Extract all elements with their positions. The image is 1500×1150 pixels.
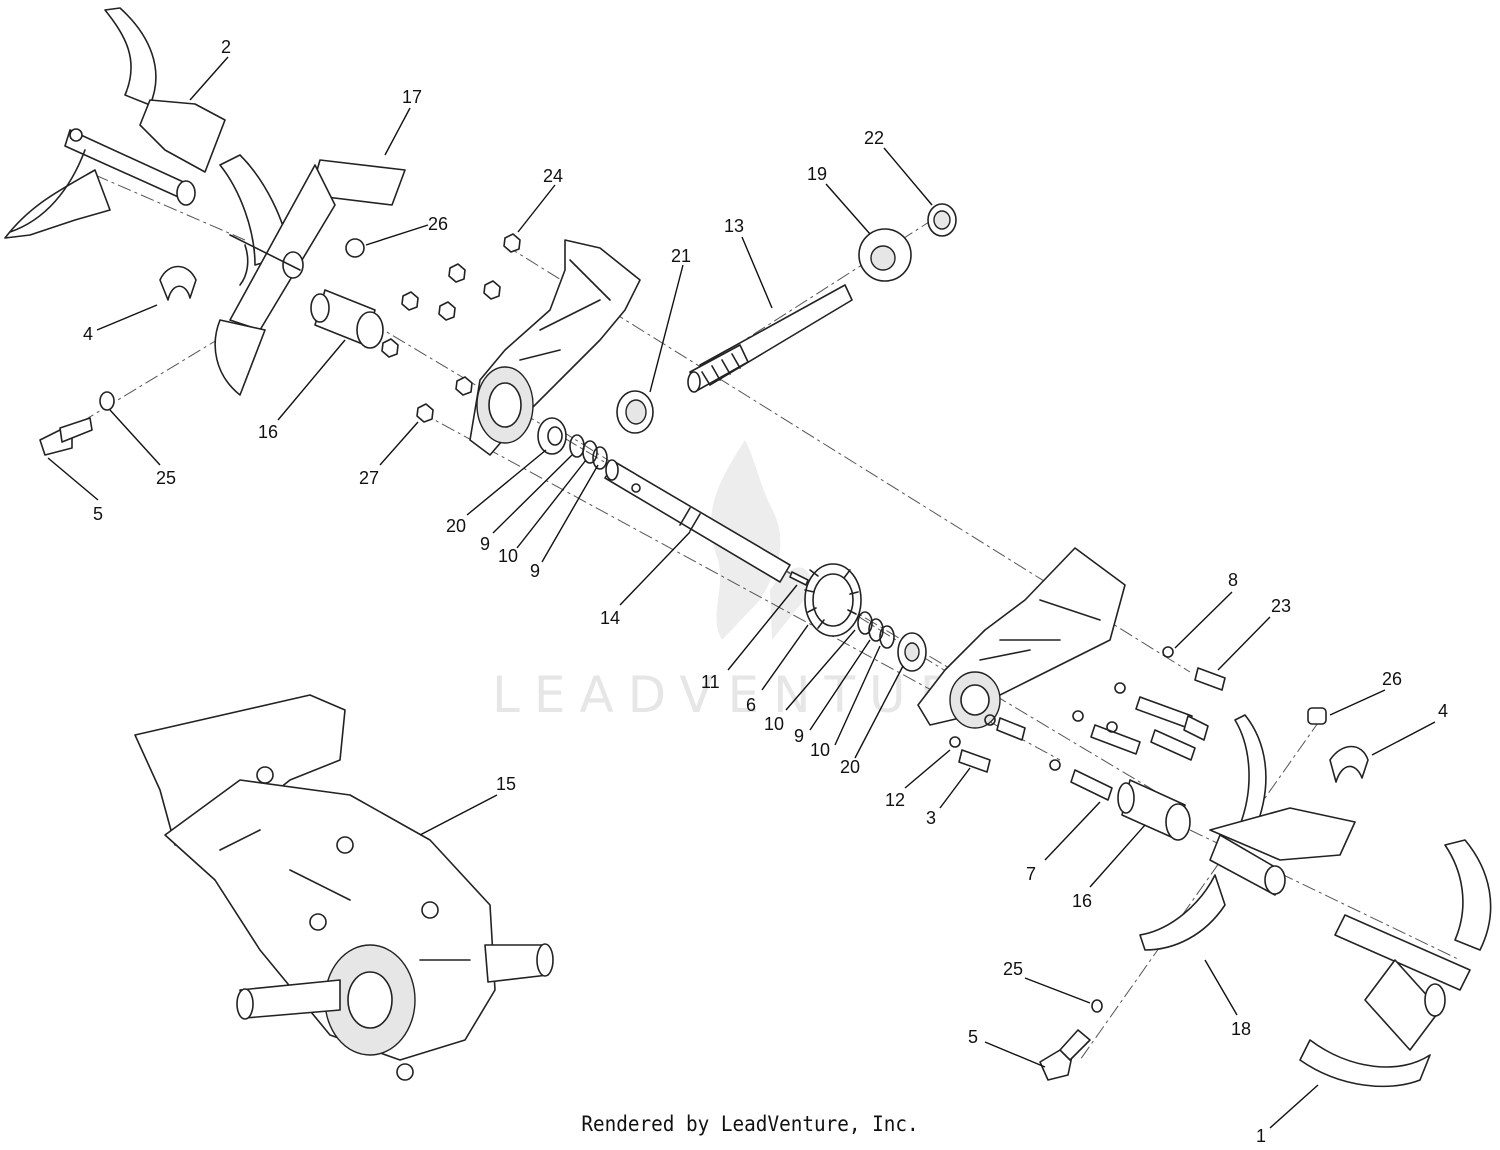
washer-part-9-left-a — [569, 434, 585, 458]
nut-part-26-left — [345, 238, 365, 258]
callout-1: 1 — [1256, 1126, 1266, 1146]
callout-7: 7 — [1026, 864, 1036, 884]
callout-22: 22 — [864, 128, 884, 148]
callout-20-right: 20 — [840, 757, 860, 777]
callout-10-right-b: 10 — [810, 740, 830, 760]
sleeve-part-16-right — [1117, 779, 1191, 841]
bolt-part-5-right — [1039, 1029, 1091, 1081]
callout-27: 27 — [359, 468, 379, 488]
callout-8: 8 — [1228, 570, 1238, 590]
callout-23: 23 — [1271, 596, 1291, 616]
key-part-11 — [789, 571, 809, 586]
callout-9-left-b: 9 — [530, 561, 540, 581]
callout-4-right: 4 — [1438, 701, 1448, 721]
callout-3: 3 — [926, 808, 936, 828]
callout-14: 14 — [600, 608, 620, 628]
callout-6: 6 — [746, 695, 756, 715]
bearing-part-20-right — [897, 632, 927, 672]
callout-16-right: 16 — [1072, 891, 1092, 911]
callout-20-left: 20 — [446, 516, 466, 536]
housing-half-right — [917, 547, 1126, 729]
callout-9-left-a: 9 — [480, 534, 490, 554]
callout-15: 15 — [496, 774, 516, 794]
bearing-part-21 — [616, 390, 654, 434]
screw-cluster-right — [949, 646, 1226, 801]
leader-lines — [47, 56, 1436, 1129]
render-credit-footer: Rendered by LeadVenture, Inc. — [581, 1112, 919, 1136]
shaft-part-14 — [604, 459, 791, 583]
watermark-text: LEADVENTURE — [492, 666, 1014, 724]
nut-part-26-right — [1307, 707, 1327, 725]
washer-part-25-left — [99, 391, 115, 411]
tine-part-2 — [4, 7, 226, 239]
tine-part-1 — [1299, 839, 1492, 1088]
washer-part-25-right — [1091, 999, 1103, 1013]
sleeve-part-16-left — [310, 289, 384, 349]
gear-part-6 — [804, 563, 862, 637]
callout-9-right: 9 — [794, 726, 804, 746]
callout-16-left: 16 — [258, 422, 278, 442]
callout-4-left: 4 — [83, 324, 93, 344]
callout-18: 18 — [1231, 1019, 1251, 1039]
watermark: LEADVENTURE — [492, 440, 1014, 724]
callout-26-right: 26 — [1382, 669, 1402, 689]
callout-26-left: 26 — [428, 214, 448, 234]
washer-part-10-right-b — [879, 625, 895, 649]
callout-2: 2 — [221, 37, 231, 57]
callout-5-left: 5 — [93, 504, 103, 524]
tine-part-17 — [214, 154, 406, 396]
tine-part-18 — [1139, 714, 1356, 951]
callout-11: 11 — [701, 672, 720, 692]
callout-10-right-a: 10 — [764, 714, 784, 734]
bolt-part-5-left — [39, 417, 93, 456]
callout-17: 17 — [402, 87, 422, 107]
clip-part-4-left — [159, 265, 197, 301]
callout-21: 21 — [671, 246, 691, 266]
washer-part-10-left — [582, 440, 598, 464]
nut-cluster — [381, 233, 521, 423]
washer-part-10-right-a — [857, 611, 873, 635]
washer-part-9-right — [868, 618, 884, 642]
callout-25-left: 25 — [156, 468, 176, 488]
housing-half-left — [469, 239, 641, 456]
worm-shaft-part-13 — [687, 284, 853, 393]
callout-labels: 2 17 26 4 16 25 5 24 27 20 9 10 9 21 13 … — [83, 37, 1448, 1146]
callout-25-right: 25 — [1003, 959, 1023, 979]
callout-19: 19 — [807, 164, 827, 184]
callout-12: 12 — [885, 790, 905, 810]
seal-part-22 — [927, 203, 957, 237]
callout-5-right: 5 — [968, 1027, 978, 1047]
bearing-part-20-left — [537, 417, 567, 455]
washer-part-9-left-b — [592, 446, 608, 470]
clip-part-4-right — [1329, 745, 1369, 783]
watermark-flame-icon — [711, 440, 812, 640]
callout-13: 13 — [724, 216, 744, 236]
bearing-part-19 — [858, 228, 912, 282]
gearbox-assembly-part-15 — [134, 694, 554, 1081]
callout-24: 24 — [543, 166, 563, 186]
callout-10-left: 10 — [498, 546, 518, 566]
